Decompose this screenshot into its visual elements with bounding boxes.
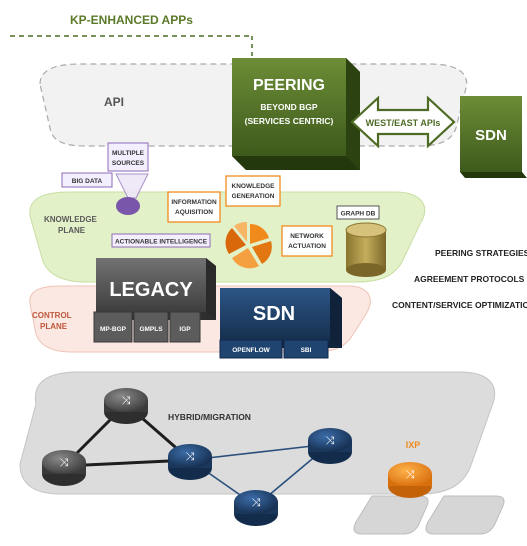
peering-line2: (SERVICES CENTRIC) <box>245 116 334 126</box>
cylinder-icon <box>345 222 387 277</box>
legacy-sub-box-2 <box>133 311 169 343</box>
svg-text:⤨: ⤨ <box>406 468 415 481</box>
control-plane-label-1: CONTROL <box>32 311 72 320</box>
peering-box: PEERING BEYOND BGP (SERVICES CENTRIC) <box>232 58 360 170</box>
network-line2: ACTUATION <box>288 243 326 250</box>
svg-text:⤨: ⤨ <box>326 434 335 447</box>
knowledge-line2: GENERATION <box>232 193 275 200</box>
sdn-control-block: SDN <box>220 288 342 348</box>
network-tile-1 <box>353 495 429 535</box>
graph-db-box <box>336 205 380 220</box>
legacy-title: LEGACY <box>109 279 193 301</box>
big-data-box <box>61 172 113 188</box>
sdn-sub-label-2: SBI <box>301 347 312 354</box>
network-line1: NETWORK <box>290 233 324 240</box>
sdn-sub-boxes: OPENFLOW SBI <box>219 339 329 359</box>
legacy-sub-label-3: IGP <box>179 326 191 333</box>
information-acquisition-box <box>167 191 221 223</box>
router-icon: ⤨ <box>308 428 352 464</box>
ixp-label: IXP <box>406 440 421 450</box>
sdn-sub-box-1 <box>219 339 283 359</box>
network-actuation-box <box>281 225 333 257</box>
right-list-item-1: PEERING STRATEGIES <box>435 248 527 258</box>
sdn-control-title: SDN <box>253 303 295 325</box>
west-east-arrow: WEST/EAST APIs <box>350 95 456 149</box>
kp-apps-title: KP-ENHANCED APPs <box>70 13 193 27</box>
legacy-block: LEGACY <box>96 258 216 320</box>
legacy-sub-boxes: MP-BGP GMPLS IGP <box>93 311 201 343</box>
legacy-sub-label-2: GMPLS <box>139 326 163 333</box>
sdn-top-box: SDN <box>460 96 527 178</box>
actionable-intelligence-box <box>111 233 211 248</box>
knowledge-plane-label-2: PLANE <box>58 226 86 235</box>
knowledge-plane-label-1: KNOWLEDGE <box>44 215 98 224</box>
knowledge-generation-box <box>225 175 281 207</box>
control-plane-label-2: PLANE <box>40 322 68 331</box>
right-list-item-2: AGREEMENT PROTOCOLS <box>414 274 525 284</box>
big-data-label: BIG DATA <box>72 178 103 185</box>
information-line2: AQUISITION <box>175 209 213 216</box>
actionable-label: ACTIONABLE INTELLIGENCE <box>115 239 208 246</box>
router-icon: ⤨ <box>168 444 212 480</box>
svg-text:⤨: ⤨ <box>60 456 69 469</box>
funnel-icon <box>115 173 149 215</box>
network-tile-2 <box>425 495 505 535</box>
legacy-sub-label-1: MP-BGP <box>100 326 127 333</box>
hybrid-migration-label: HYBRID/MIGRATION <box>168 412 251 422</box>
multiple-sources-box <box>107 142 149 172</box>
sdn-sub-label-1: OPENFLOW <box>232 347 270 354</box>
multiple-sources-line1: MULTIPLE <box>112 150 145 157</box>
legacy-sub-box-1 <box>93 311 133 343</box>
router-icon: ⤨ <box>234 490 278 526</box>
west-east-label: WEST/EAST APIs <box>366 118 441 128</box>
right-list-item-3: CONTENT/SERVICE OPTIMIZATION <box>392 300 527 310</box>
router-icon: ⤨ <box>42 450 86 486</box>
legacy-sub-box-3 <box>169 311 201 343</box>
svg-text:⤨: ⤨ <box>252 496 261 509</box>
peering-title: PEERING <box>253 77 325 94</box>
ixp-router-icon: ⤨ <box>388 462 432 498</box>
multiple-sources-line2: SOURCES <box>112 160 145 167</box>
svg-text:⤨: ⤨ <box>122 394 131 407</box>
knowledge-line1: KNOWLEDGE <box>232 183 276 190</box>
sdn-sub-box-2 <box>283 339 329 359</box>
link-blue-1 <box>189 443 331 461</box>
sdn-top-label: SDN <box>475 127 507 144</box>
pie-icon <box>225 221 272 269</box>
api-label: API <box>104 95 124 109</box>
peering-line1: BEYOND BGP <box>260 102 317 112</box>
graph-db-label: GRAPH DB <box>341 211 376 218</box>
svg-text:⤨: ⤨ <box>186 450 195 463</box>
information-line1: INFORMATION <box>171 199 217 206</box>
router-icon: ⤨ <box>104 388 148 424</box>
